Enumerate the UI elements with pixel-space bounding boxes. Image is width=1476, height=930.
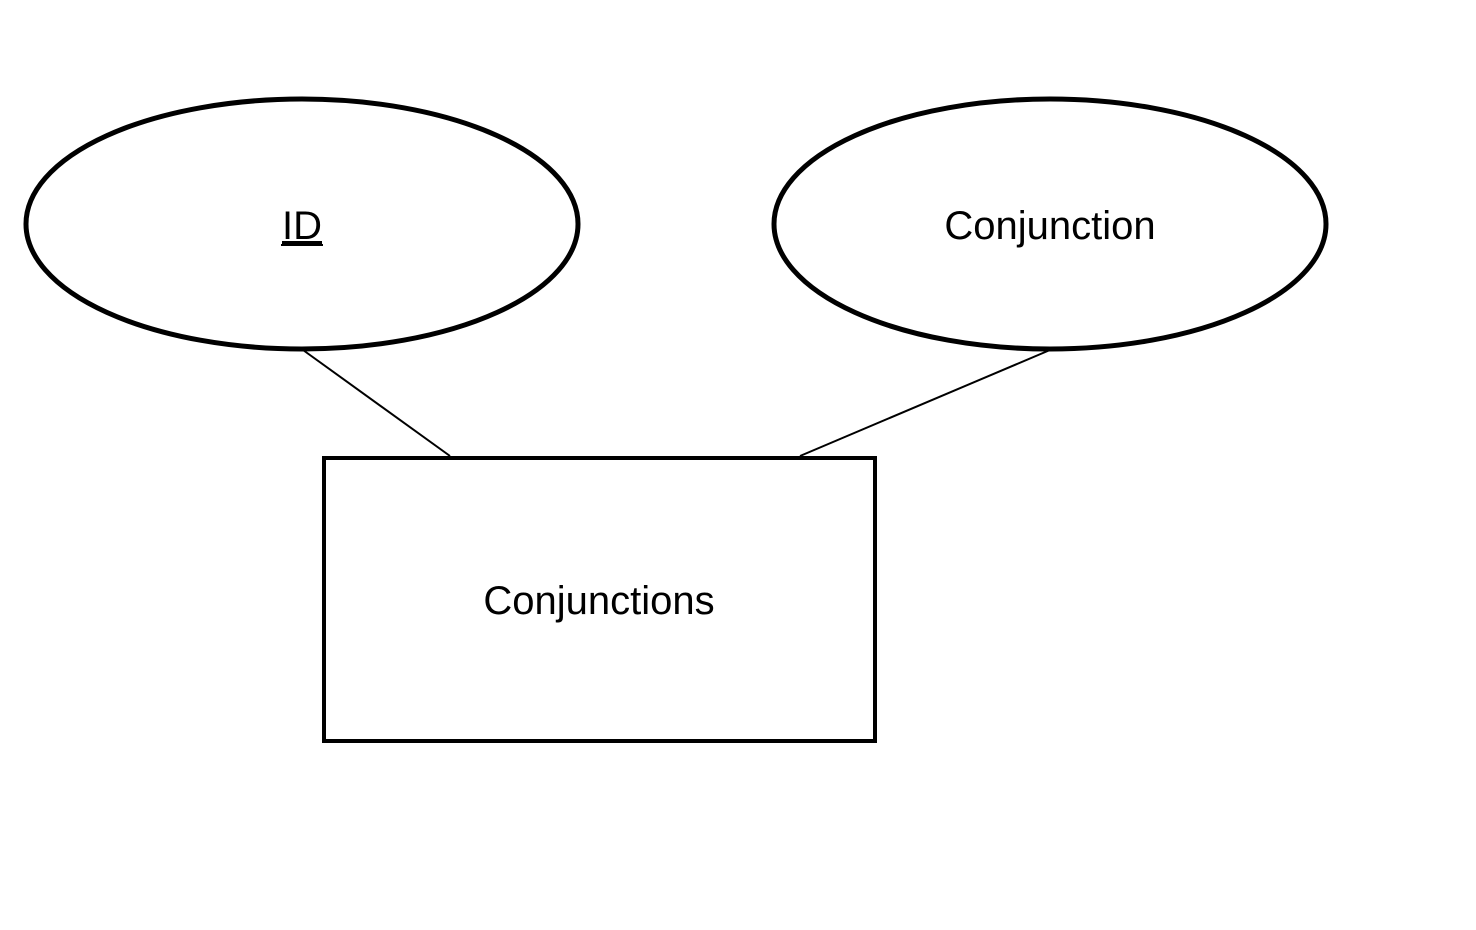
attribute-id-label: ID (282, 204, 322, 248)
attribute-id-ellipse (23, 96, 581, 352)
connector-conjunction-to-entity (799, 349, 1051, 457)
attribute-conjunction-ellipse (771, 96, 1329, 352)
attribute-conjunction-label: Conjunction (944, 204, 1155, 248)
attribute-id[interactable]: ID (23, 96, 581, 352)
attribute-conjunction[interactable]: Conjunction (771, 96, 1329, 352)
connector-id-to-entity (302, 349, 451, 457)
entity-conjunctions[interactable]: Conjunctions (322, 456, 877, 743)
entity-conjunctions-label: Conjunctions (483, 579, 714, 623)
entity-conjunctions-rect (322, 456, 877, 743)
